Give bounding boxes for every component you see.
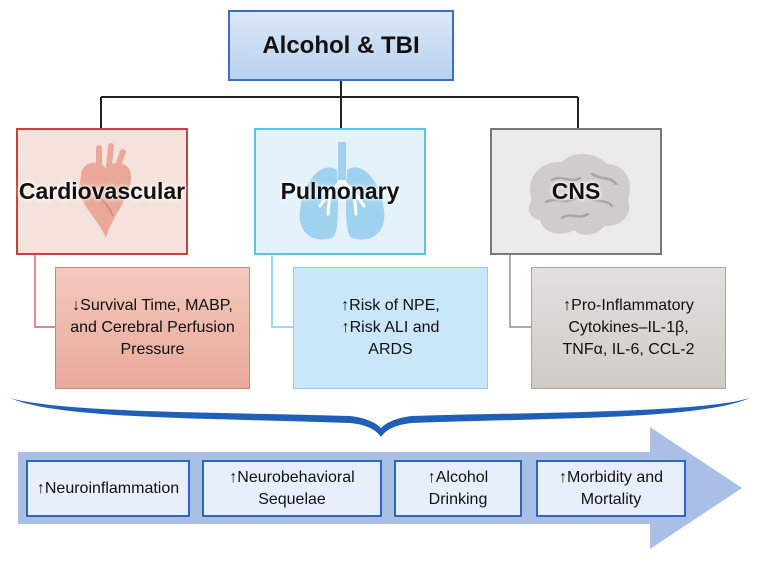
- heart-icon: [79, 143, 132, 238]
- cns-connector: [509, 255, 531, 328]
- pulmonary-effect-text: ↑Risk of NPE, ↑Risk ALI and ARDS: [341, 297, 440, 358]
- cns-label: CNS: [551, 178, 601, 204]
- outcome-neurobehavioral: ↑Neurobehavioral Sequelae: [202, 460, 382, 517]
- pulm-connector: [271, 255, 293, 328]
- cardiovascular-label: Cardiovascular: [18, 178, 186, 204]
- outcome-alcohol-drinking: ↑Alcohol Drinking: [394, 460, 522, 517]
- outcome-label: ↑Alcohol Drinking: [427, 468, 489, 508]
- lungs-icon: [299, 142, 385, 240]
- outcome-morbidity-mortality: ↑Morbidity and Mortality: [536, 460, 686, 517]
- pulmonary-box: Pulmonary: [254, 128, 426, 255]
- outcome-label: ↑Neuroinflammation: [36, 479, 180, 497]
- cns-effect-text: ↑Pro-Inflammatory Cytokines–IL-1β, TNFα,…: [562, 297, 695, 358]
- cns-effect-box: ↑Pro-Inflammatory Cytokines–IL-1β, TNFα,…: [531, 267, 726, 389]
- cns-box: CNS: [490, 128, 662, 255]
- cardiovascular-box: Cardiovascular: [16, 128, 188, 255]
- cardiovascular-effect-text: ↓Survival Time, MABP, and Cerebral Perfu…: [70, 297, 235, 358]
- outcome-label: ↑Morbidity and Mortality: [558, 468, 664, 508]
- diagram-title: Alcohol & TBI: [262, 31, 420, 59]
- pulmonary-label: Pulmonary: [280, 178, 400, 204]
- outcome-neuroinflammation: ↑Neuroinflammation: [26, 460, 190, 517]
- curly-brace: [10, 398, 750, 437]
- title-box: Alcohol & TBI: [228, 10, 454, 81]
- outcome-label: ↑Neurobehavioral Sequelae: [229, 468, 355, 508]
- cardio-connector: [34, 255, 55, 328]
- cardiovascular-effect-box: ↓Survival Time, MABP, and Cerebral Perfu…: [55, 267, 250, 389]
- pulmonary-effect-box: ↑Risk of NPE, ↑Risk ALI and ARDS: [293, 267, 488, 389]
- brain-icon: [528, 153, 631, 235]
